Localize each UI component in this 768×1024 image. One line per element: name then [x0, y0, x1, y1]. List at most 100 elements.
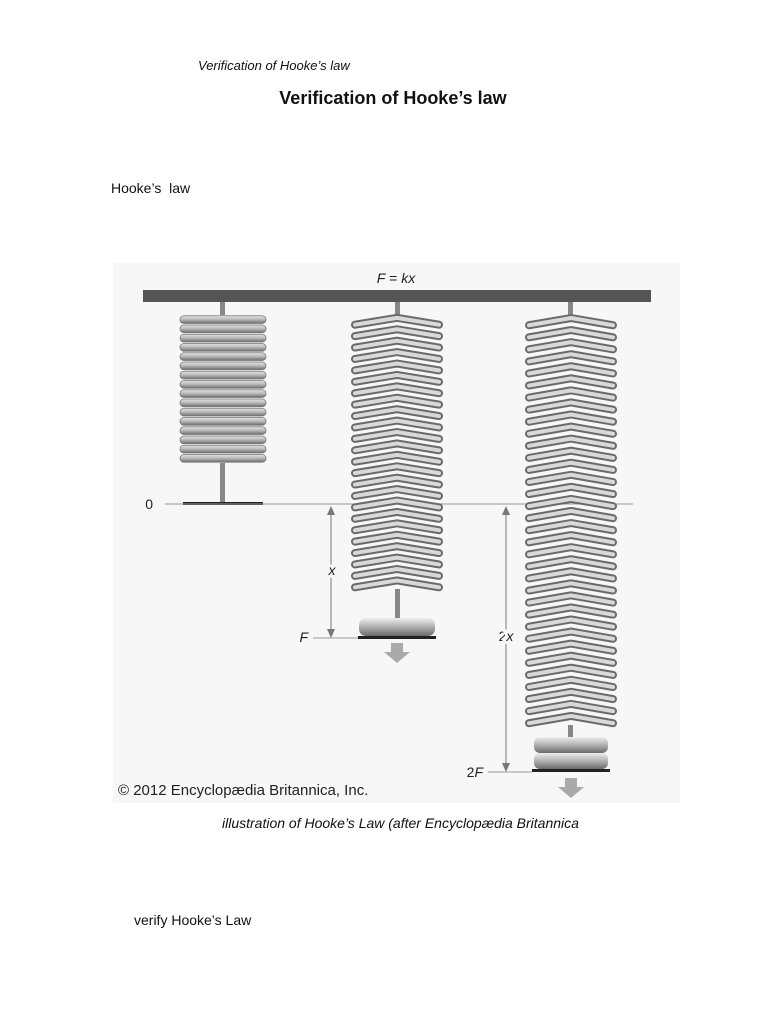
document-title: Verification of Hooke’s law [279, 88, 507, 108]
spring-coil-highlight [527, 581, 615, 593]
spring-coil-highlight [527, 484, 615, 497]
spring-coil-highlight [527, 665, 615, 677]
spring-coil-highlight [527, 521, 615, 533]
spring-coil-highlight [527, 533, 615, 545]
spring-coil-highlight [527, 629, 615, 641]
spring-coil-highlight [527, 557, 615, 569]
spring-3-bottom-rod [568, 725, 573, 739]
hookes-law-figure: F = kx 0 x F [113, 263, 680, 803]
spring-coil-highlight [527, 713, 615, 726]
spring-coil [179, 407, 267, 417]
spring-coil [179, 361, 267, 371]
spring-coil-highlight [527, 448, 615, 460]
spring-coil-highlight [353, 441, 441, 453]
spring-coil-highlight [353, 430, 441, 441]
spring-coil [179, 454, 267, 463]
spring-coil-highlight [353, 475, 441, 487]
spring-coil-highlight [527, 689, 615, 702]
spring-coil [179, 370, 267, 380]
2x-dimension-arrow-bottom [502, 763, 510, 772]
weight-double-top [534, 737, 608, 753]
spring-coil [179, 389, 267, 398]
hookes-law-illustration: F = kx 0 x F [118, 270, 651, 799]
2x-label: 2x [499, 628, 515, 644]
spring-coil-highlight [527, 496, 615, 509]
2x-dimension-arrow-top [502, 506, 510, 515]
spring-coil-highlight [353, 567, 441, 578]
spring-coil-highlight [353, 578, 441, 590]
spring-coil [179, 435, 267, 445]
spring-coil-highlight [527, 412, 615, 424]
double-force-arrow-icon [558, 778, 584, 798]
spring-coil-highlight [353, 361, 441, 373]
spring-coil [179, 426, 267, 435]
force-label: F [299, 629, 309, 645]
spring-coil [179, 315, 267, 324]
spring-coil-highlight [353, 418, 441, 430]
spring-coil-highlight [527, 316, 615, 328]
spring-coil-highlight [353, 407, 441, 419]
spring-coil-highlight [527, 677, 615, 690]
weight-single-base [358, 636, 436, 639]
weight-double-bottom [534, 753, 608, 769]
spring-coil-highlight [353, 555, 441, 567]
spring-2-top-rod [395, 302, 400, 315]
spring-coil-highlight [353, 315, 441, 327]
spring-coil-highlight [353, 350, 441, 361]
spring-1-bottom-rod [220, 463, 225, 503]
verify-statement: verify Hooke’s Law [134, 912, 252, 928]
spring-coil-highlight [527, 400, 615, 412]
spring-coil-highlight [527, 376, 615, 388]
spring-coil-highlight [527, 605, 615, 617]
spring-coil-highlight [353, 544, 441, 556]
spring-coil-highlight [353, 532, 441, 544]
weight-single [359, 618, 435, 636]
running-header: Verification of Hooke’s law [198, 58, 350, 73]
spring-coil [179, 398, 267, 408]
spring-coil-highlight [353, 452, 441, 464]
figure-caption: illustration of Hooke’s Law (after Encyc… [222, 815, 579, 831]
spring-coil-highlight [353, 464, 441, 476]
copyright-notice: © 2012 Encyclopædia Britannica, Inc. [118, 782, 368, 799]
spring-coil-highlight [353, 395, 441, 407]
spring-2-stretched-x [351, 313, 443, 592]
spring-coil-highlight [527, 340, 615, 352]
spring-coil-highlight [353, 521, 441, 533]
spring-coil [179, 324, 267, 334]
spring-coil-highlight [527, 508, 615, 521]
spring-2-bottom-rod [395, 589, 400, 619]
spring-coil-highlight [353, 338, 441, 350]
2f-label: 2F [467, 764, 485, 780]
zero-label: 0 [145, 496, 153, 512]
section-label: Hooke’s law [111, 180, 191, 196]
spring-coil-highlight [527, 545, 615, 557]
spring-coil [179, 380, 267, 389]
force-arrow-icon [384, 643, 410, 663]
spring-1-unloaded [179, 315, 267, 463]
spring-3-stretched-2x [525, 314, 617, 728]
spring-coil-highlight [527, 460, 615, 472]
spring-coil-highlight [353, 487, 441, 498]
spring-coil [179, 333, 267, 343]
spring-coil-highlight [527, 617, 615, 629]
spring-coil-highlight [527, 641, 615, 653]
formula-label: F = kx [377, 270, 417, 286]
spring-coil-highlight [353, 498, 441, 510]
spring-coil-highlight [527, 472, 615, 485]
spring-coil-highlight [527, 328, 615, 340]
spring-coil-highlight [353, 384, 441, 396]
spring-coil [179, 417, 267, 426]
spring-coil-highlight [353, 372, 441, 384]
x-dimension-arrow-bottom [327, 629, 335, 638]
spring-coil-highlight [527, 569, 615, 581]
spring-coil-highlight [527, 424, 615, 436]
ceiling-bar [143, 290, 651, 302]
spring-coil-highlight [527, 653, 615, 665]
weight-double-base [532, 769, 610, 772]
spring-coil-highlight [527, 352, 615, 364]
spring-1-top-rod [220, 302, 225, 315]
spring-coil [179, 444, 267, 454]
spring-coil [179, 352, 267, 361]
spring-coil-highlight [353, 327, 441, 339]
spring-coil-highlight [527, 388, 615, 400]
